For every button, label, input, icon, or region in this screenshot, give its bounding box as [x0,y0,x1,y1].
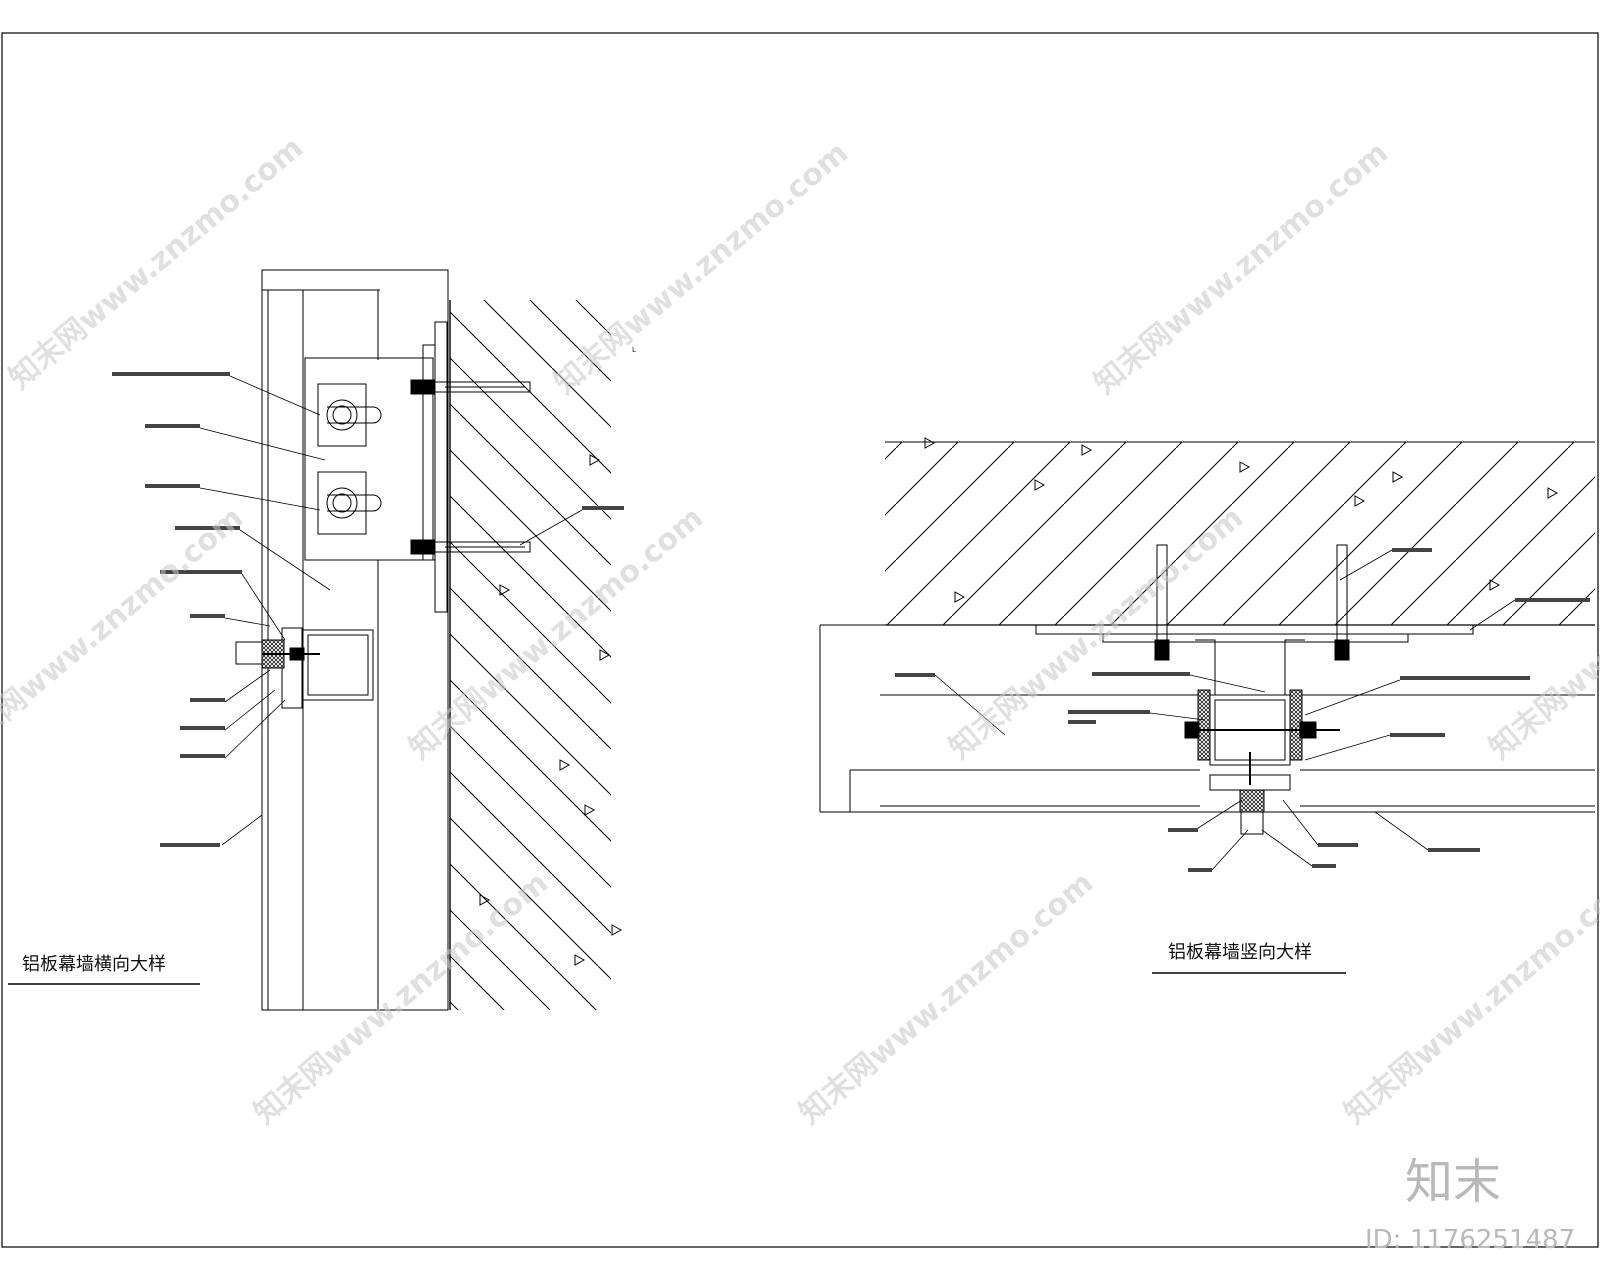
right-leaders [934,549,1516,871]
anchor-bolt-icon [1154,544,1350,661]
svg-text:L: L [632,346,636,354]
brand-logo: 知末 [1405,1154,1501,1210]
right-panels [819,624,1595,813]
watermark-text: 知末网www.znzmo.com [1088,135,1395,401]
watermark-layer: 知末网www.znzmo.com 知末网www.znzmo.com 知末网www… [0,130,1600,1131]
left-detail: L [8,269,636,1011]
anchor-bolt-icon [410,379,531,555]
right-detail: 铝板幕墙竖向大样 [819,437,1595,974]
right-bracket [1184,639,1340,835]
watermark-text: 知末网www.znzmo.com [3,130,310,396]
right-label-marks [895,548,1590,872]
branding: 知末 ID: 1176251487 [1365,1154,1575,1255]
left-joint [235,627,374,709]
left-concrete-wall: L [449,300,636,1010]
left-label-marks [112,372,624,847]
sheet-border [1,32,1599,1248]
watermark-text: 知末网www.znzmo.com [1338,865,1600,1131]
left-bracket [304,321,448,613]
right-title: 铝板幕墙竖向大样 [1168,942,1312,963]
brand-id: ID: 1176251487 [1365,1225,1575,1255]
left-title: 铝板幕墙横向大样 [22,954,166,975]
watermark-text: 知末网www.znzmo.com [548,135,855,401]
left-leaders [199,375,583,846]
watermark-text: 知末网www.znzmo.com [793,865,1100,1131]
